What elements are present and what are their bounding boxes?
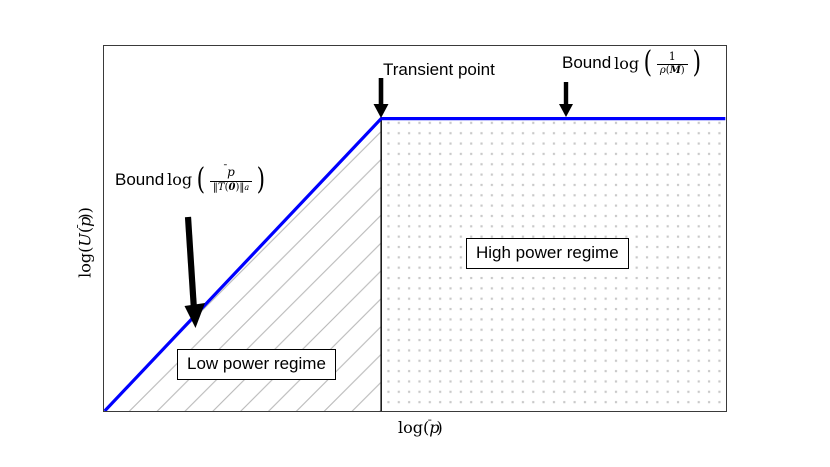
plot-frame: Low power regime High power regime <box>103 45 727 412</box>
bound-high-numerator: 1 <box>656 50 688 65</box>
bound-high-fraction: 1 ρ(M) <box>656 50 688 76</box>
high-power-regime-label: High power regime <box>466 238 629 269</box>
bound-high-label: Bound log ( 1 ρ(M) ) <box>562 45 701 81</box>
high-power-regime-text: High power regime <box>476 243 619 262</box>
bound-high-denominator: ρ(M) <box>659 64 685 76</box>
bound-low-log: log <box>167 170 193 189</box>
low-power-regime-label: Low power regime <box>177 349 336 380</box>
plot-fill-layer <box>104 117 726 411</box>
bound-low-numerator: p̄ <box>209 166 253 182</box>
bound-low-label: Bound log ( p̄ ‖T(0)‖a ) <box>115 161 266 197</box>
bound-low-denominator: ‖T(0)‖a <box>212 181 250 193</box>
bound-low-fraction: p̄ ‖T(0)‖a <box>209 166 253 193</box>
bound-high-prefix: Bound <box>562 53 612 73</box>
y-axis-label: log(U(p̄)) <box>75 207 95 278</box>
x-axis-label: log(p̄) <box>398 418 443 437</box>
low-power-regime-text: Low power regime <box>187 354 326 373</box>
bound-high-log: log <box>614 53 640 73</box>
transient-point-label: Transient point <box>383 60 495 79</box>
bound-low-prefix: Bound <box>115 169 165 189</box>
